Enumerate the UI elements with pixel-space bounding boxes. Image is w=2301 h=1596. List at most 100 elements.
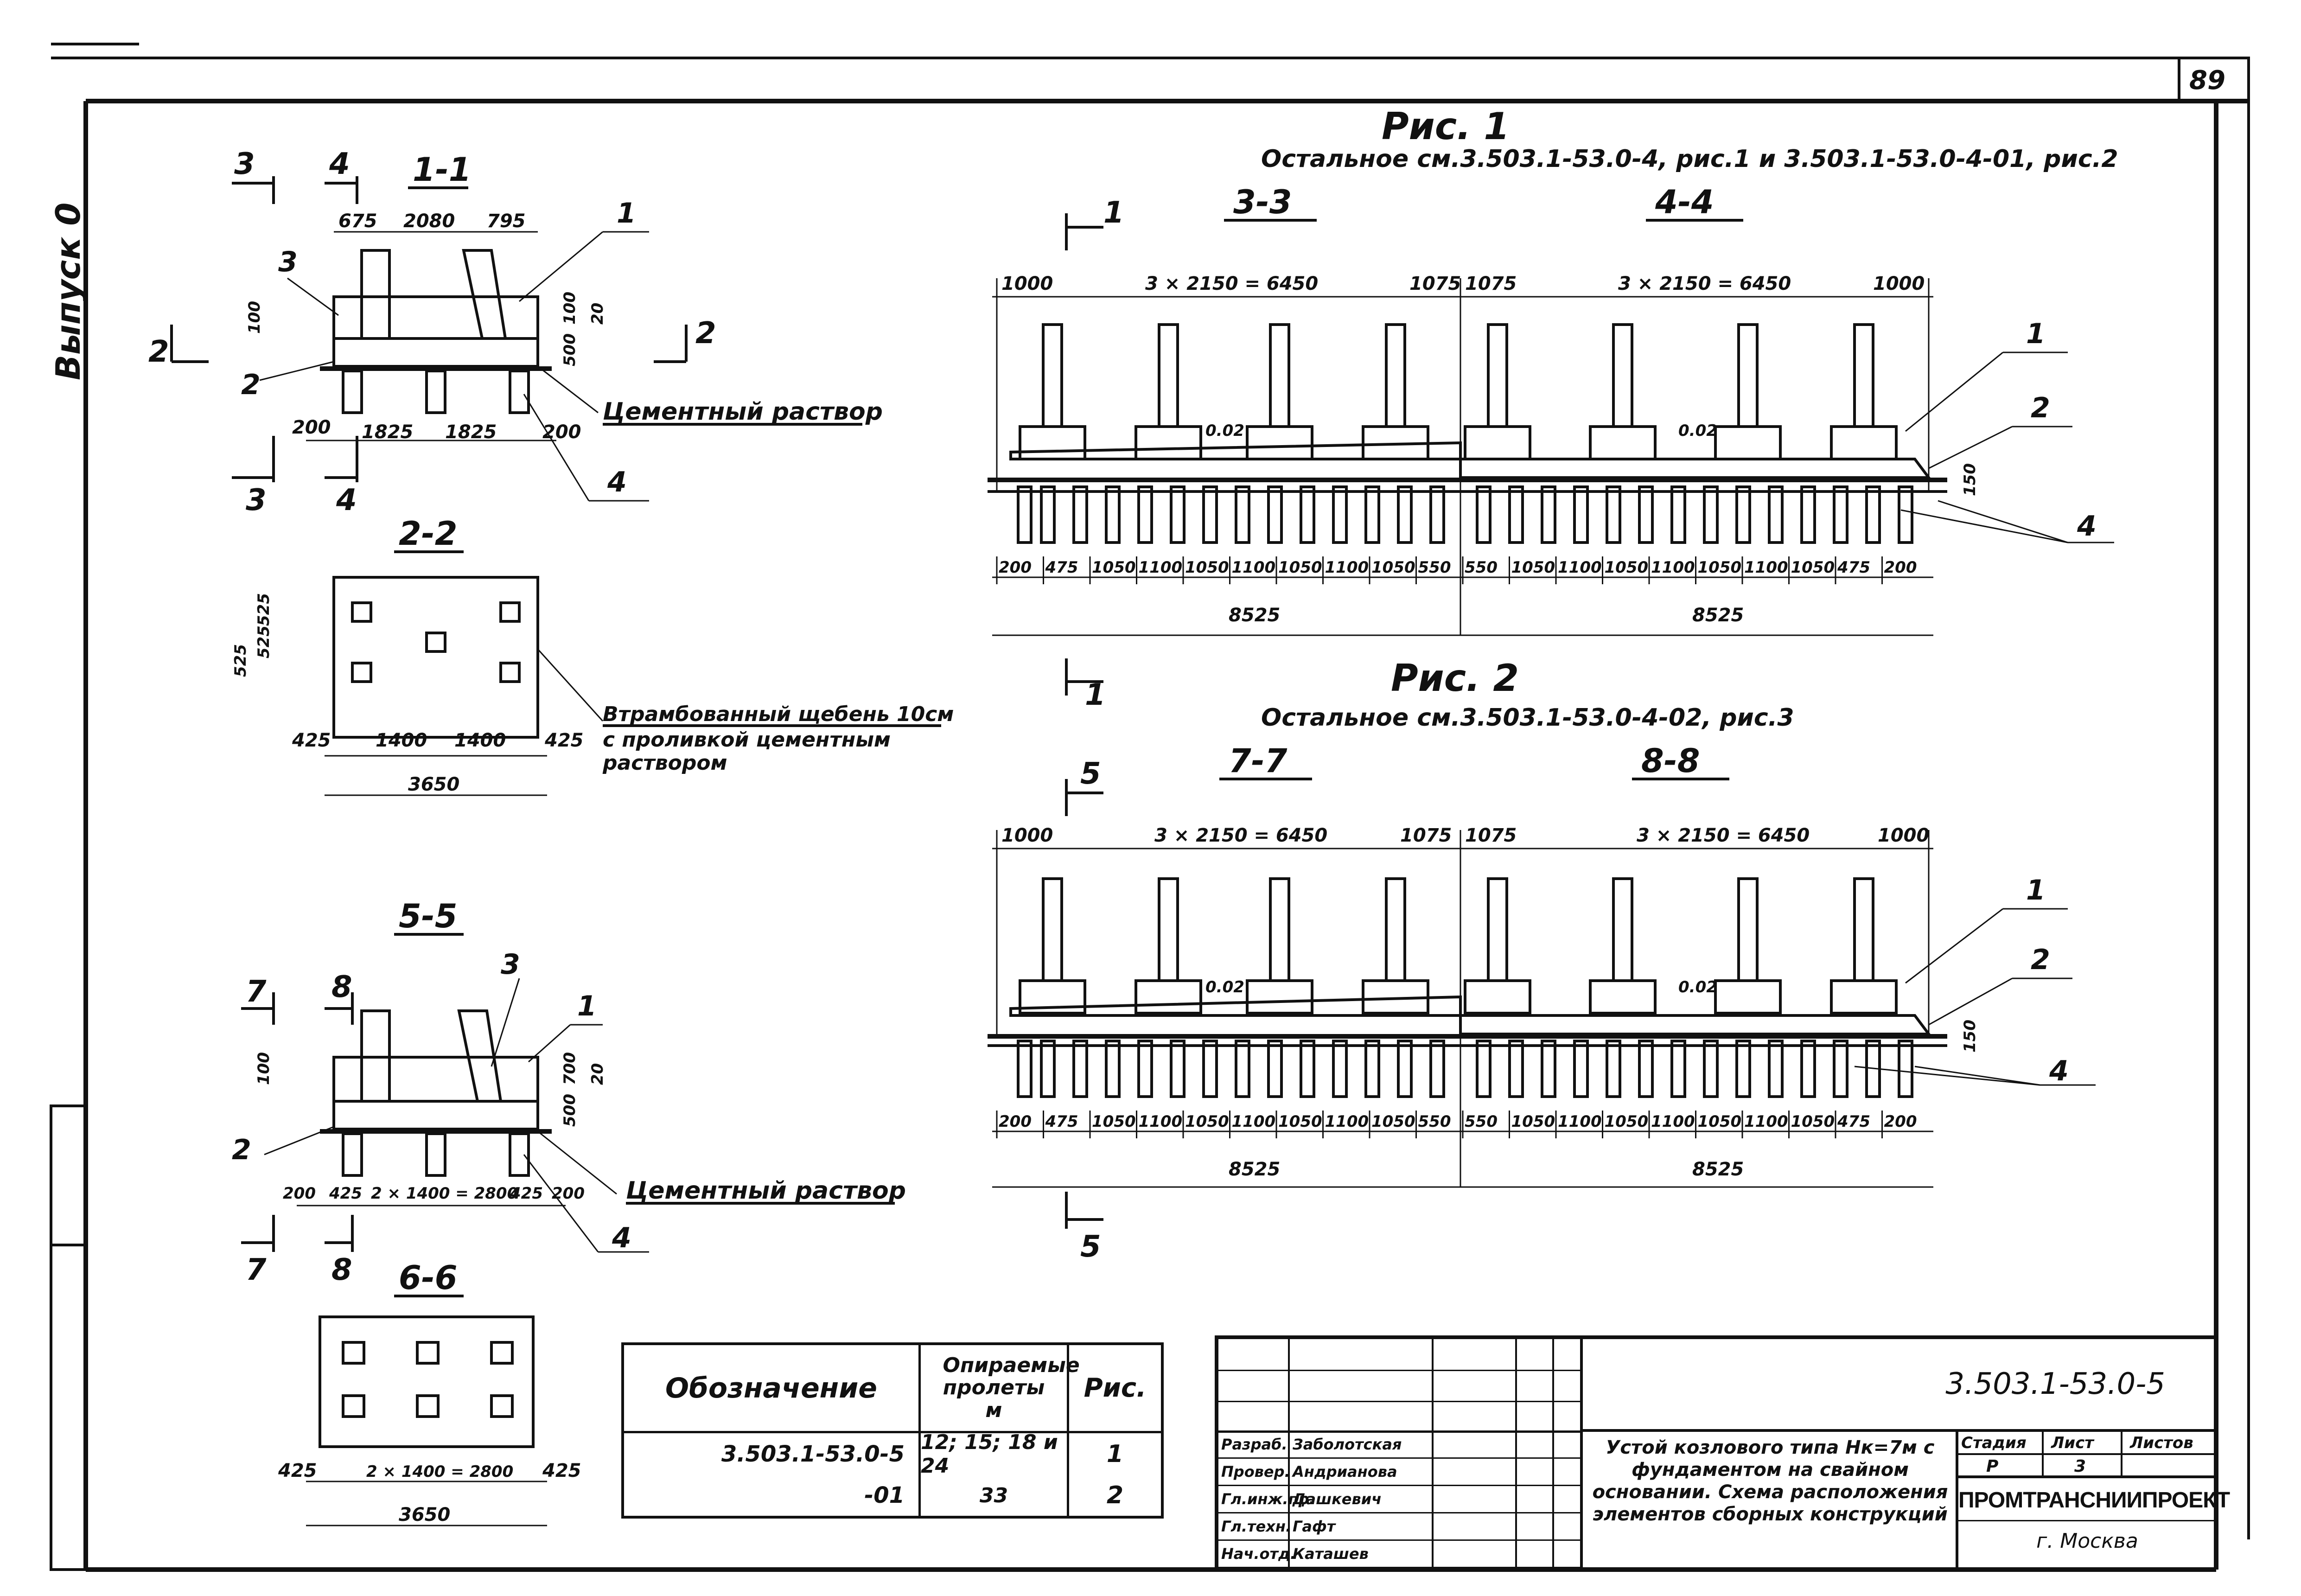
- pile: [1735, 485, 1751, 544]
- bottom-dim-label: 1100: [1744, 558, 1788, 577]
- figure-2: Рис. 2 Остальное см.3.503.1-53.0-4-02, р…: [988, 657, 2096, 1264]
- pile: [1040, 485, 1056, 544]
- pile: [1170, 485, 1186, 544]
- top-dim-1075a: 1075: [1409, 273, 1461, 294]
- section-5-5: 5-5 7 8 100 500 700 20 200 425 2 × 1400 …: [232, 897, 906, 1287]
- bottom-dim-label: 1050: [1278, 1112, 1322, 1131]
- bottom-dim-label: 1050: [1371, 1112, 1415, 1131]
- slope-left: 0.02: [1205, 978, 1244, 996]
- section-1-1: 1-1 3 4 3 4 2 2 675 2080 795 100 100: [148, 147, 883, 517]
- dim-795: 795: [487, 211, 526, 232]
- pile: [1898, 1040, 1913, 1098]
- gravel-note-2: с проливкой цементным: [603, 728, 891, 752]
- bottom-dim-label: 1050: [1092, 1112, 1136, 1131]
- sheet-frame: [50, 43, 2250, 1572]
- section-6-6: 6-6 425 2 × 1400 = 2800 425 3650: [278, 1259, 581, 1526]
- bottom-dim-label: 1050: [1511, 1112, 1555, 1131]
- gravel-note-3: раствором: [602, 751, 727, 775]
- col-header-fig: Рис.: [1084, 1373, 1147, 1403]
- table-row: 3.503.1-53.0-5 12; 15; 18 и 24 1: [624, 1430, 1161, 1478]
- pile: [1429, 1040, 1445, 1098]
- figure-note: Остальное см.3.503.1-53.0-4-02, рис.3: [1261, 704, 1794, 732]
- row-designation: -01: [864, 1482, 905, 1508]
- dim-425a: 425: [292, 730, 331, 751]
- cut-mark-4b: 4: [336, 483, 357, 517]
- dim-side-500: 500: [561, 1094, 579, 1127]
- section-title: 1-1: [413, 151, 471, 189]
- top-dim-1000b: 1000: [1878, 825, 1929, 846]
- bottom-dim-label: 1050: [1791, 558, 1835, 577]
- signature-role: Гл.инж.пр.: [1221, 1490, 1315, 1508]
- dim-2800: 2 × 1400 = 2800: [371, 1184, 518, 1203]
- cut-mark-bottom: 5: [1080, 1230, 1101, 1264]
- side-label: Выпуск 0: [49, 203, 88, 380]
- grillage-block: [1362, 323, 1429, 460]
- row-spans: 33: [979, 1483, 1008, 1507]
- signature-role: Нач.отд.: [1221, 1545, 1296, 1563]
- bottom-dim-label: 200: [1884, 558, 1917, 577]
- bottom-dim-label: 1100: [1744, 1112, 1788, 1131]
- grillage-block: [1830, 323, 1898, 460]
- mortar-label: Цементный раствор: [603, 398, 883, 426]
- sheet-value: 3: [2074, 1457, 2086, 1476]
- stage-value: Р: [1986, 1457, 1999, 1476]
- section-title: 2-2: [399, 515, 457, 553]
- bottom-dim-label: 200: [999, 558, 1032, 577]
- dim-200b: 200: [552, 1184, 585, 1203]
- pile: [1800, 1040, 1816, 1098]
- pile: [1105, 485, 1121, 544]
- bottom-dim-label: 1050: [1791, 1112, 1835, 1131]
- grillage-block: [1019, 877, 1086, 1015]
- section-right-title: 4-4: [1655, 183, 1714, 221]
- pile: [1332, 485, 1348, 544]
- pile: [1476, 1040, 1492, 1098]
- dim-side-100b: 100: [561, 292, 579, 325]
- document-code: 3.503.1-53.0-5: [1945, 1367, 2165, 1401]
- dim-side-500: 500: [561, 333, 579, 366]
- total-left: 8525: [1229, 605, 1280, 626]
- pile: [1300, 1040, 1315, 1098]
- signature-row: Провер.Андрианова: [1218, 1459, 1580, 1486]
- pile: [1638, 485, 1654, 544]
- stage-header: Стадия: [1961, 1434, 2027, 1452]
- dim-675: 675: [338, 211, 377, 232]
- cut-mark-top: 1: [1103, 196, 1124, 230]
- callout-2: 2: [2031, 392, 2050, 424]
- grillage-block: [1246, 877, 1313, 1015]
- grillage-block: [1589, 877, 1657, 1015]
- total-left: 8525: [1229, 1159, 1280, 1180]
- bottom-dim-label: 1050: [1511, 558, 1555, 577]
- pile: [1898, 485, 1913, 544]
- pile: [1072, 485, 1088, 544]
- pile: [1833, 1040, 1848, 1098]
- section-title: 5-5: [399, 897, 457, 935]
- pile: [1865, 485, 1881, 544]
- pile: [1397, 485, 1413, 544]
- pile: [1397, 1040, 1413, 1098]
- dim-425a: 425: [329, 1184, 362, 1203]
- pile: [1573, 485, 1589, 544]
- top-dim-6450b: 3 × 2150 = 6450: [1618, 273, 1791, 294]
- callout-4: 4: [612, 1222, 631, 1254]
- pile: [1364, 1040, 1380, 1098]
- dim-1825a: 1825: [362, 421, 413, 443]
- callout-2: 2: [232, 1134, 251, 1166]
- total-right: 8525: [1692, 605, 1744, 626]
- top-dim-1075a: 1075: [1400, 825, 1452, 846]
- pile: [1017, 1040, 1033, 1098]
- figure-title: Рис. 1: [1382, 105, 1510, 148]
- bottom-dim-label: 1100: [1232, 558, 1276, 577]
- grillage-block: [1714, 877, 1782, 1015]
- dim-side-100a: 100: [245, 301, 264, 334]
- grillage-block: [1589, 323, 1657, 460]
- page-number: 89: [2189, 65, 2225, 96]
- callout-4: 4: [607, 466, 627, 498]
- grillage-block: [1019, 323, 1086, 460]
- bottom-dim-label: 200: [1884, 1112, 1917, 1131]
- bottom-dim-label: 1100: [1651, 558, 1695, 577]
- pile: [1017, 485, 1033, 544]
- pile: [1508, 485, 1524, 544]
- total-right: 8525: [1692, 1159, 1744, 1180]
- pile: [1202, 1040, 1218, 1098]
- bottom-dim-label: 1050: [1185, 1112, 1229, 1131]
